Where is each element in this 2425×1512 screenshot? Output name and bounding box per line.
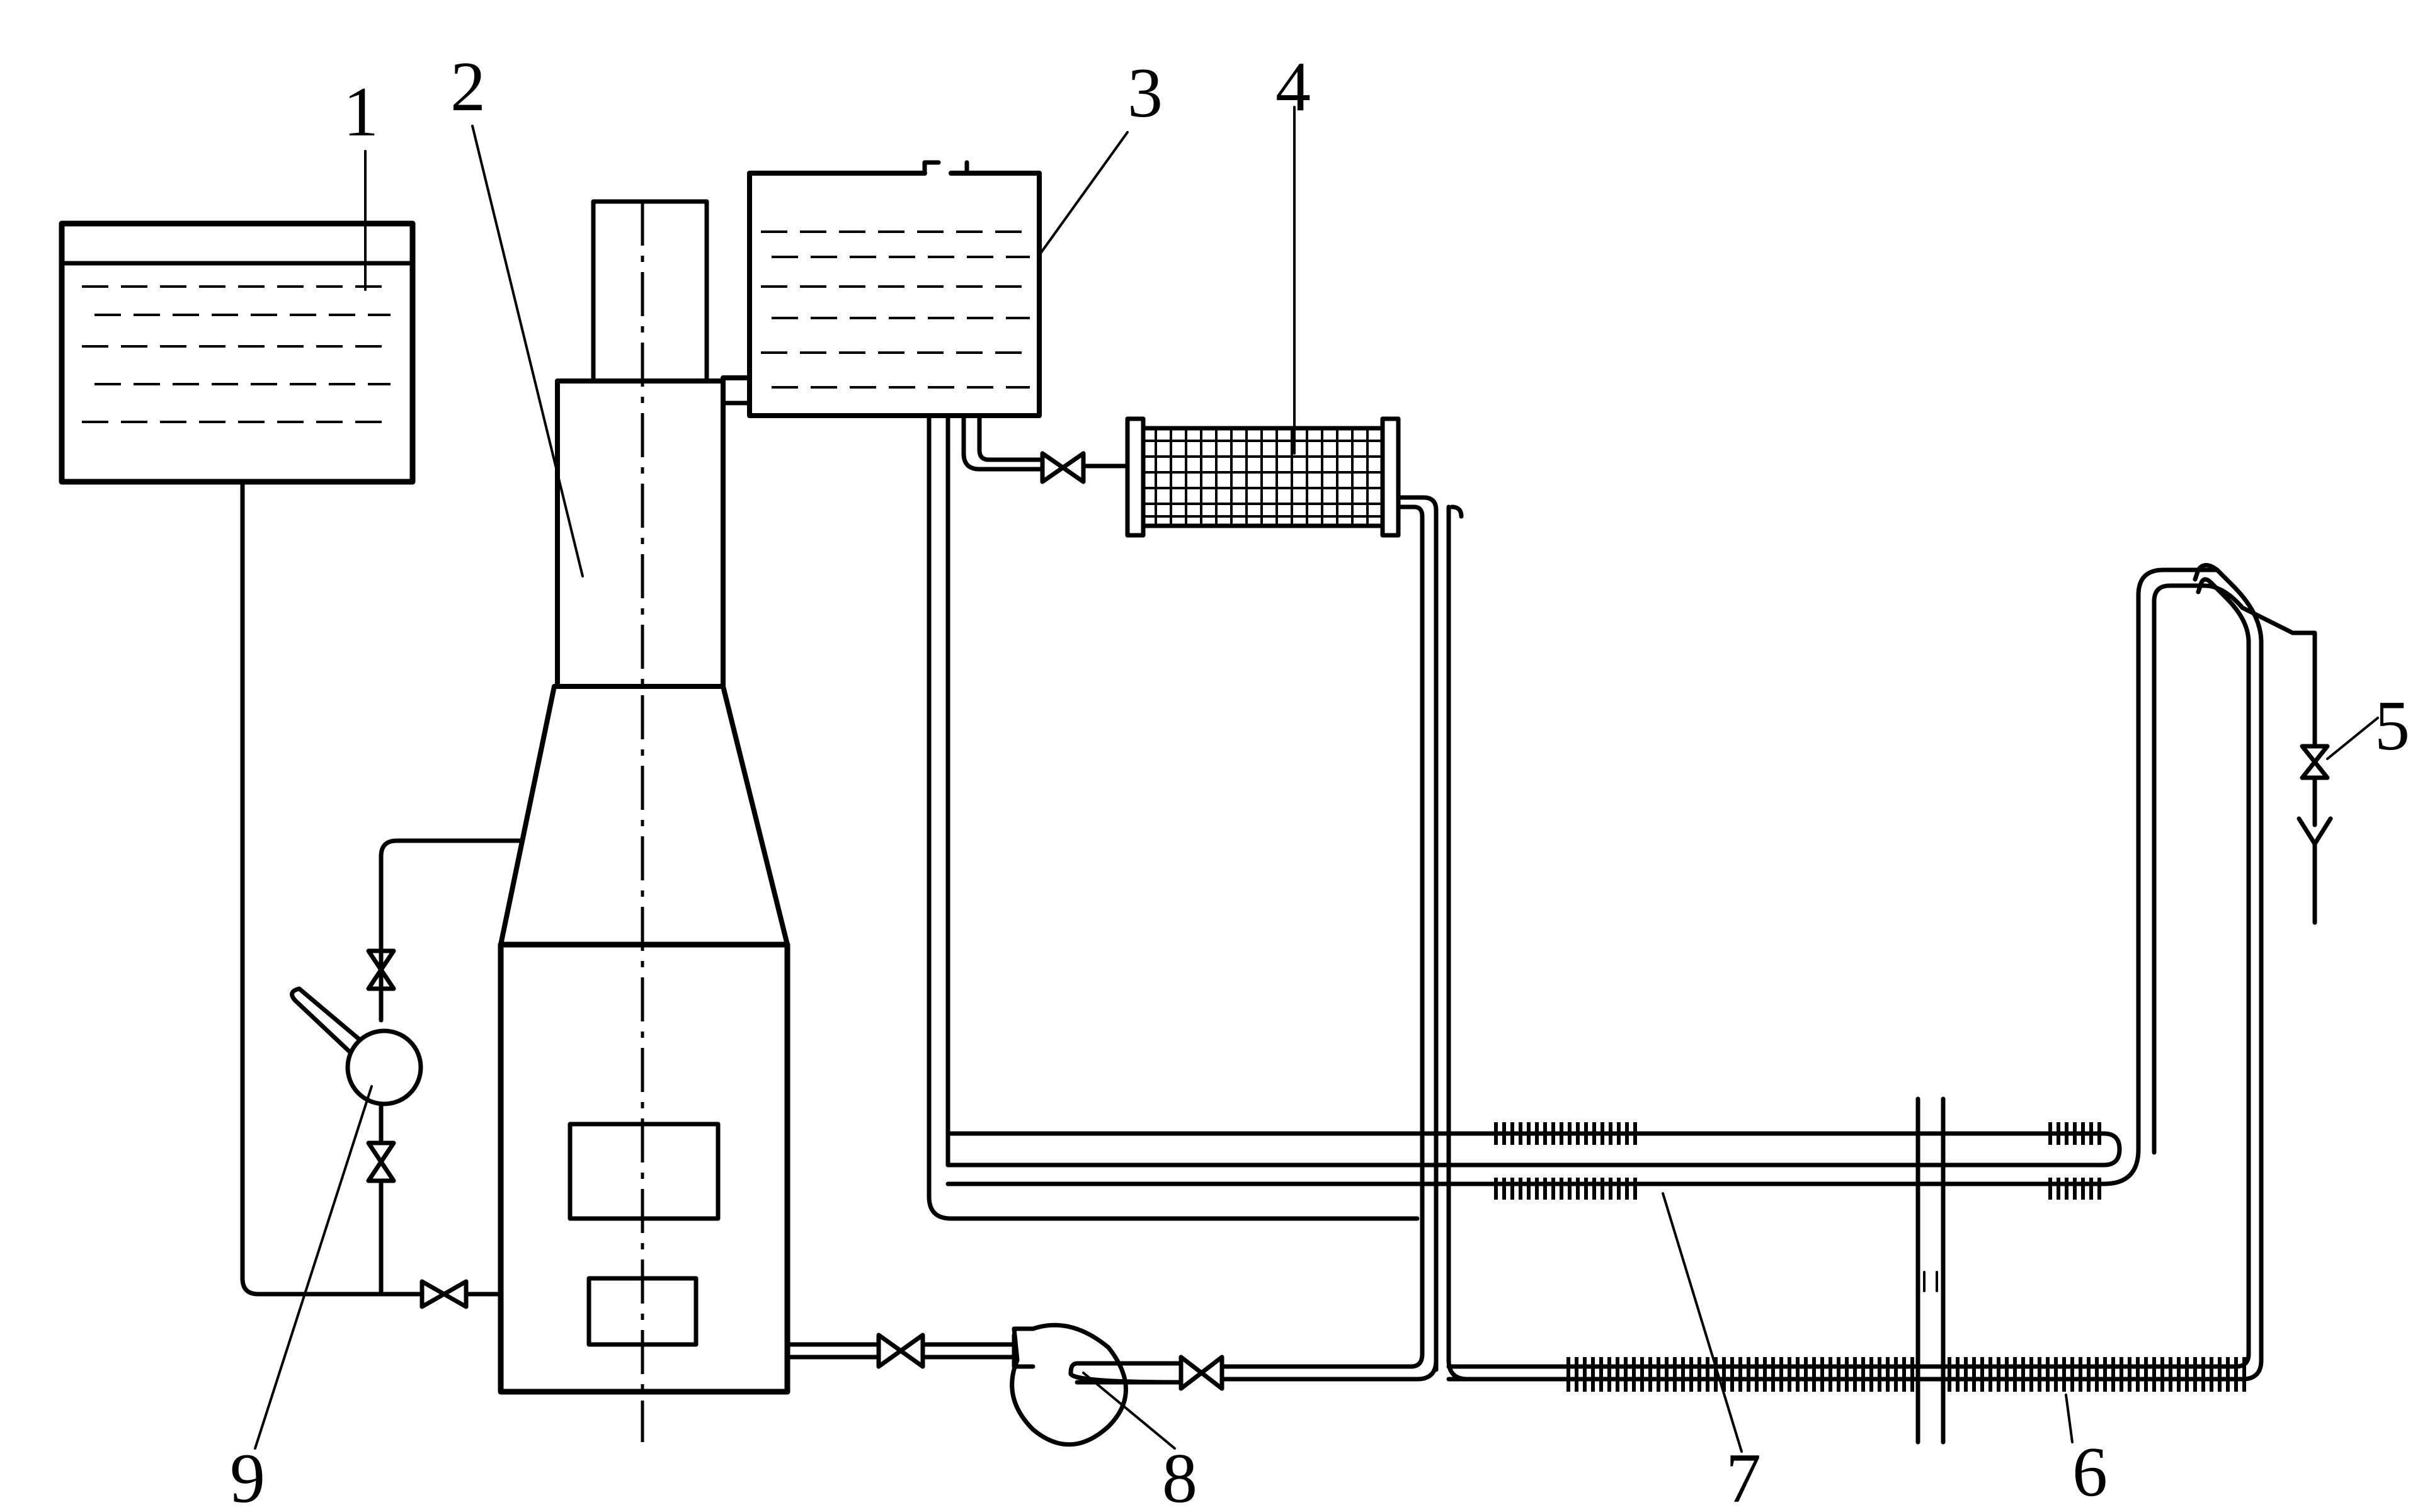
label-5: 5: [2375, 687, 2410, 765]
bypass-valve-lower: [366, 1140, 396, 1183]
feed-pump-9: [290, 986, 423, 1106]
label-8: 8: [1162, 1440, 1197, 1512]
tank-to-radiator-pipe: [961, 413, 1045, 472]
label-9: 9: [230, 1440, 265, 1512]
label-4: 4: [1275, 48, 1311, 126]
expansion-tank-3: [721, 160, 1042, 418]
feed-valve: [419, 1279, 469, 1309]
label-6: 6: [2072, 1433, 2108, 1511]
label-1: 1: [343, 73, 379, 151]
boiler-2: [498, 199, 790, 1442]
label-2: 2: [450, 48, 486, 126]
finned-heating-pipe-7: [945, 567, 2245, 1200]
water-tank-1: [59, 220, 416, 485]
label-3: 3: [1127, 54, 1163, 132]
radiator-valve: [1040, 451, 1086, 484]
radiator-return-pipe: [1248, 495, 1470, 1382]
bypass-valve-upper: [366, 948, 396, 991]
feed-water-pipe: [240, 479, 522, 1297]
label-7: 7: [1726, 1440, 1761, 1512]
leader-lines: [254, 106, 2379, 1453]
supply-pipe: [927, 413, 2106, 1221]
radiator-4: [1125, 416, 1401, 538]
air-vent-valve-5: [2240, 605, 2333, 925]
pipe-break-marks: [1915, 1096, 1946, 1445]
circulating-pump-8: [785, 1322, 1253, 1447]
